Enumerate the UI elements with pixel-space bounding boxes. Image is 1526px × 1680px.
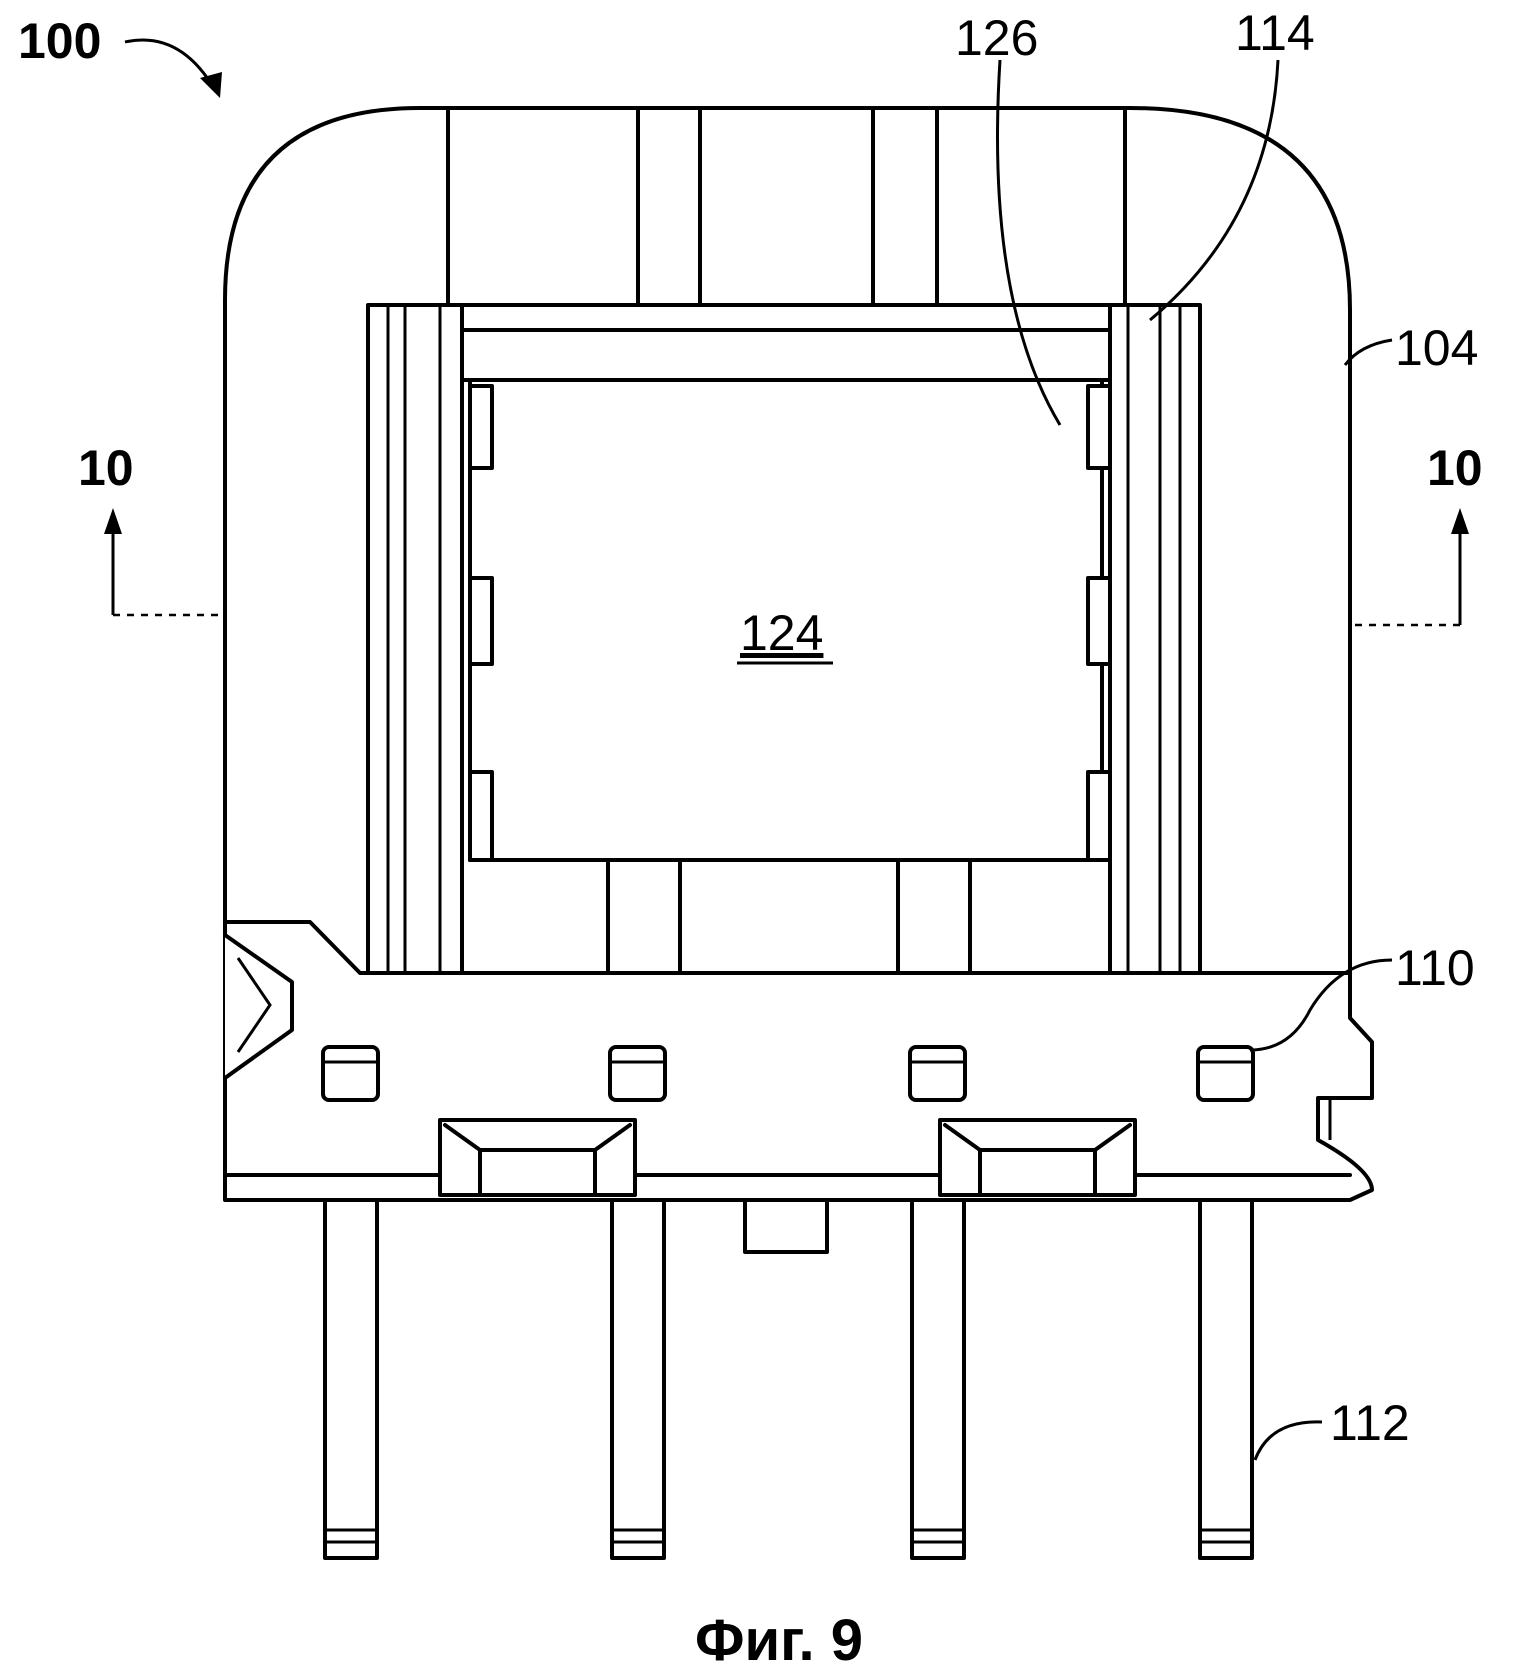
label-base: 110 bbox=[1395, 940, 1475, 996]
label-section-right: 10 bbox=[1427, 440, 1483, 496]
label-bobbin: 114 bbox=[1235, 5, 1315, 61]
label-core: 104 bbox=[1395, 320, 1478, 376]
label-assembly: 100 bbox=[18, 13, 101, 69]
pin bbox=[325, 1200, 377, 1558]
figure-caption: Фиг. 9 bbox=[695, 1608, 863, 1673]
label-pin: 112 bbox=[1330, 1395, 1410, 1451]
pin bbox=[1200, 1200, 1252, 1558]
pin bbox=[912, 1200, 964, 1558]
pin bbox=[612, 1200, 664, 1558]
label-section-left: 10 bbox=[78, 440, 134, 496]
label-rib: 126 bbox=[955, 10, 1038, 66]
section-marker-left bbox=[104, 508, 220, 615]
label-window: 124 bbox=[740, 605, 823, 661]
section-marker-right bbox=[1355, 508, 1469, 625]
